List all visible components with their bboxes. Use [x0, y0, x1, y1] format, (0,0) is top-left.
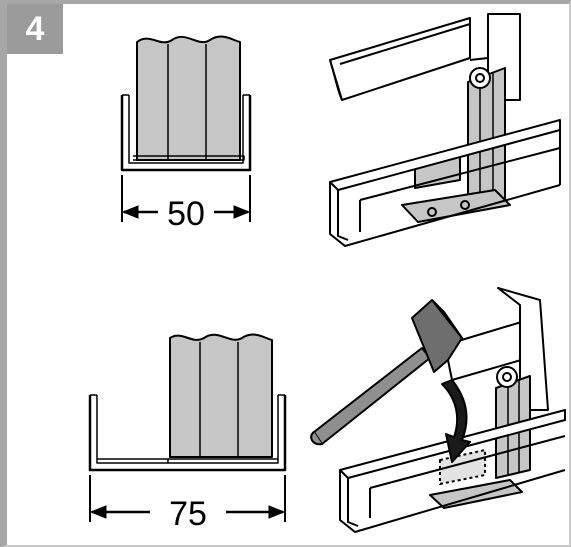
hammer-icon — [310, 299, 463, 446]
bottom-right-assembly-view — [339, 287, 566, 533]
narrow-channel-cross-section — [120, 35, 252, 172]
wide-channel-dimension — [89, 475, 286, 522]
step-number-badge: 4 — [7, 4, 63, 54]
dimension-label-50: 50 — [167, 195, 205, 233]
dimension-label-75: 75 — [169, 495, 207, 533]
narrow-channel-dimension — [121, 175, 251, 222]
wide-channel-cross-section — [88, 333, 287, 472]
top-right-assembly-view — [329, 13, 561, 247]
